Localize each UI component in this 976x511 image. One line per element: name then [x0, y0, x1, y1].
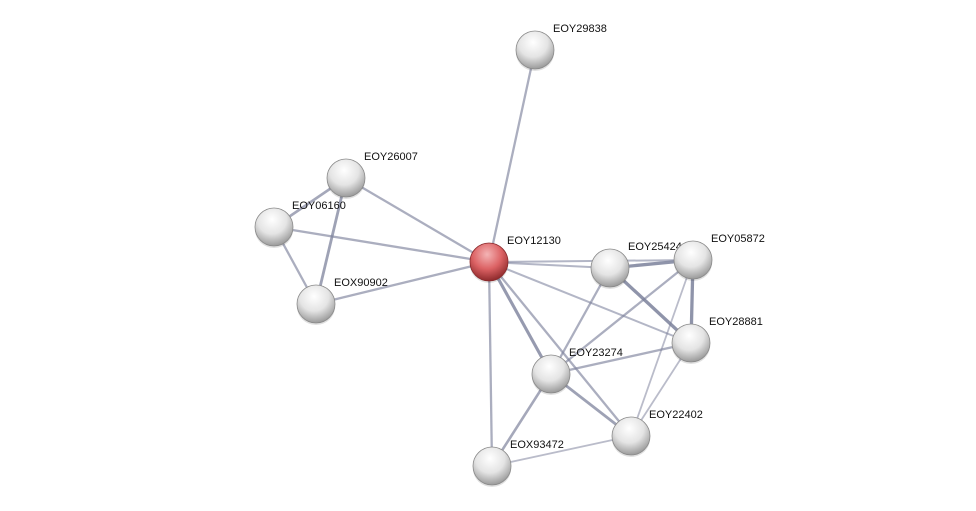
edge-eoy12130-eoy06160[interactable] — [273, 225, 490, 264]
node-circle[interactable] — [531, 354, 571, 394]
edge-eoy05872-eoy22402[interactable] — [630, 259, 694, 437]
node-eoy28881[interactable]: EOY28881 — [671, 316, 763, 364]
node-label: EOY23274 — [569, 347, 623, 359]
node-label: EOY12130 — [507, 235, 561, 247]
edge-eoy12130-eoy26007[interactable] — [345, 177, 490, 263]
node-eoy05872[interactable]: EOY05872 — [673, 233, 765, 281]
edge-eoy28881-eoy23274[interactable] — [550, 341, 692, 376]
edge-eox93472-eoy22402[interactable] — [491, 435, 632, 467]
edge-eoy12130-eoy23274[interactable] — [487, 261, 553, 375]
node-eox90902[interactable]: EOX90902 — [296, 277, 388, 325]
node-circle[interactable] — [515, 30, 555, 70]
node-circle[interactable] — [611, 416, 651, 456]
edge-eoy25424-eoy23274[interactable] — [549, 267, 612, 375]
node-label: EOY22402 — [649, 409, 703, 421]
node-eoy22402[interactable]: EOY22402 — [611, 409, 703, 457]
node-label: EOX90902 — [334, 277, 388, 289]
node-eox93472[interactable]: EOX93472 — [472, 439, 564, 487]
node-circle[interactable] — [254, 207, 294, 247]
node-label: EOY28881 — [709, 316, 763, 328]
node-label: EOY06160 — [292, 200, 346, 212]
edge-eoy12130-eoy29838[interactable] — [487, 49, 537, 263]
node-label: EOY26007 — [364, 151, 418, 163]
edge-eoy12130-eoy22402[interactable] — [488, 261, 632, 437]
node-label: EOY29838 — [553, 23, 607, 35]
node-label: EOX93472 — [510, 439, 564, 451]
query-node-circle[interactable] — [469, 242, 509, 282]
node-eoy25424[interactable]: EOY25424 — [590, 241, 682, 289]
node-circle[interactable] — [673, 240, 713, 280]
node-eoy06160[interactable]: EOY06160 — [254, 200, 346, 248]
node-label: EOY25424 — [628, 241, 682, 253]
edge-eoy12130-eoy25424[interactable] — [488, 261, 611, 269]
edge-eoy26007-eox90902[interactable] — [314, 177, 348, 305]
node-label: EOY05872 — [711, 233, 765, 245]
edge-eoy12130-eox93472[interactable] — [487, 261, 494, 467]
node-eoy26007[interactable]: EOY26007 — [326, 151, 418, 199]
edge-eoy12130-eox90902[interactable] — [315, 260, 490, 306]
node-circle[interactable] — [590, 248, 630, 288]
node-eoy12130[interactable]: EOY12130 — [469, 235, 561, 283]
edge-eoy12130-eoy05872[interactable] — [488, 259, 694, 263]
node-circle[interactable] — [326, 158, 366, 198]
node-eoy23274[interactable]: EOY23274 — [531, 347, 623, 395]
node-circle[interactable] — [472, 446, 512, 486]
node-circle[interactable] — [296, 284, 336, 324]
node-eoy29838[interactable]: EOY29838 — [515, 23, 607, 71]
edge-eoy05872-eoy23274[interactable] — [550, 259, 694, 375]
node-circle[interactable] — [671, 323, 711, 363]
